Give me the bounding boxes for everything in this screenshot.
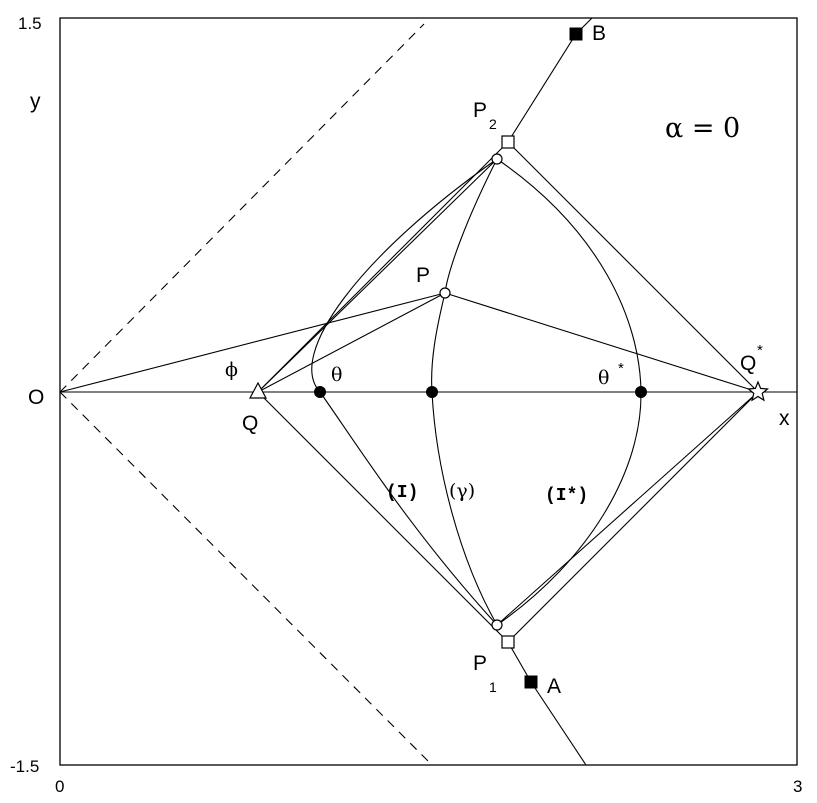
segment-Q-star-lower-circle xyxy=(496,391,759,626)
curve-I-star-label: (I*) xyxy=(545,486,588,506)
label-P: P xyxy=(416,264,430,287)
label-Q-star: Q xyxy=(740,352,756,375)
gamma-axis-point xyxy=(426,386,438,398)
upper-circle-point xyxy=(491,153,503,165)
angle-phi-label: ϕ xyxy=(225,359,238,381)
y-axis-label: y xyxy=(30,90,41,113)
lower-circle-point xyxy=(491,619,503,631)
segment-Q-P xyxy=(257,292,446,393)
angle-theta-star-label: θ xyxy=(598,367,609,389)
point-P2-square xyxy=(501,135,515,149)
label-P1-sub: 1 xyxy=(489,679,497,695)
curve-gamma xyxy=(431,158,498,626)
label-A: A xyxy=(547,675,561,698)
segment-P-Q-star xyxy=(444,292,759,393)
curve-through-A-B-lower xyxy=(507,641,587,766)
y-tick-top: 1.5 xyxy=(18,14,42,33)
point-P xyxy=(439,287,451,299)
theta-star-point xyxy=(635,386,647,398)
point-A-square xyxy=(524,675,538,689)
curve-I-label: (I) xyxy=(386,483,418,503)
point-P1-square xyxy=(501,635,515,649)
y-tick-bottom: -1.5 xyxy=(10,757,39,776)
alpha-annotation: α = 0 xyxy=(665,113,740,144)
x-axis-label: x xyxy=(779,407,790,430)
segment-O-P xyxy=(59,292,446,393)
label-B: B xyxy=(592,22,606,45)
curve-gamma-label: (γ) xyxy=(449,480,475,502)
label-Q: Q xyxy=(242,412,258,435)
dashed-asymptote-upper xyxy=(59,23,425,393)
label-Q-star-sup: * xyxy=(757,342,763,359)
angle-theta-star-sup: * xyxy=(618,360,624,377)
dashed-asymptote-lower xyxy=(59,391,433,766)
theta-point xyxy=(314,386,326,398)
label-P2-sub: 2 xyxy=(489,116,497,132)
x-tick-right: 3 xyxy=(793,777,802,796)
point-B-square xyxy=(569,27,583,41)
point-Q-star-star xyxy=(746,380,770,402)
label-O: O xyxy=(28,386,44,409)
angle-theta-label: θ xyxy=(331,364,342,386)
segment-Q-upper-circle xyxy=(257,158,498,393)
label-P2: P xyxy=(473,99,487,122)
label-P1: P xyxy=(473,652,487,675)
x-tick-left: 0 xyxy=(55,777,64,796)
point-Q-triangle xyxy=(249,381,267,399)
